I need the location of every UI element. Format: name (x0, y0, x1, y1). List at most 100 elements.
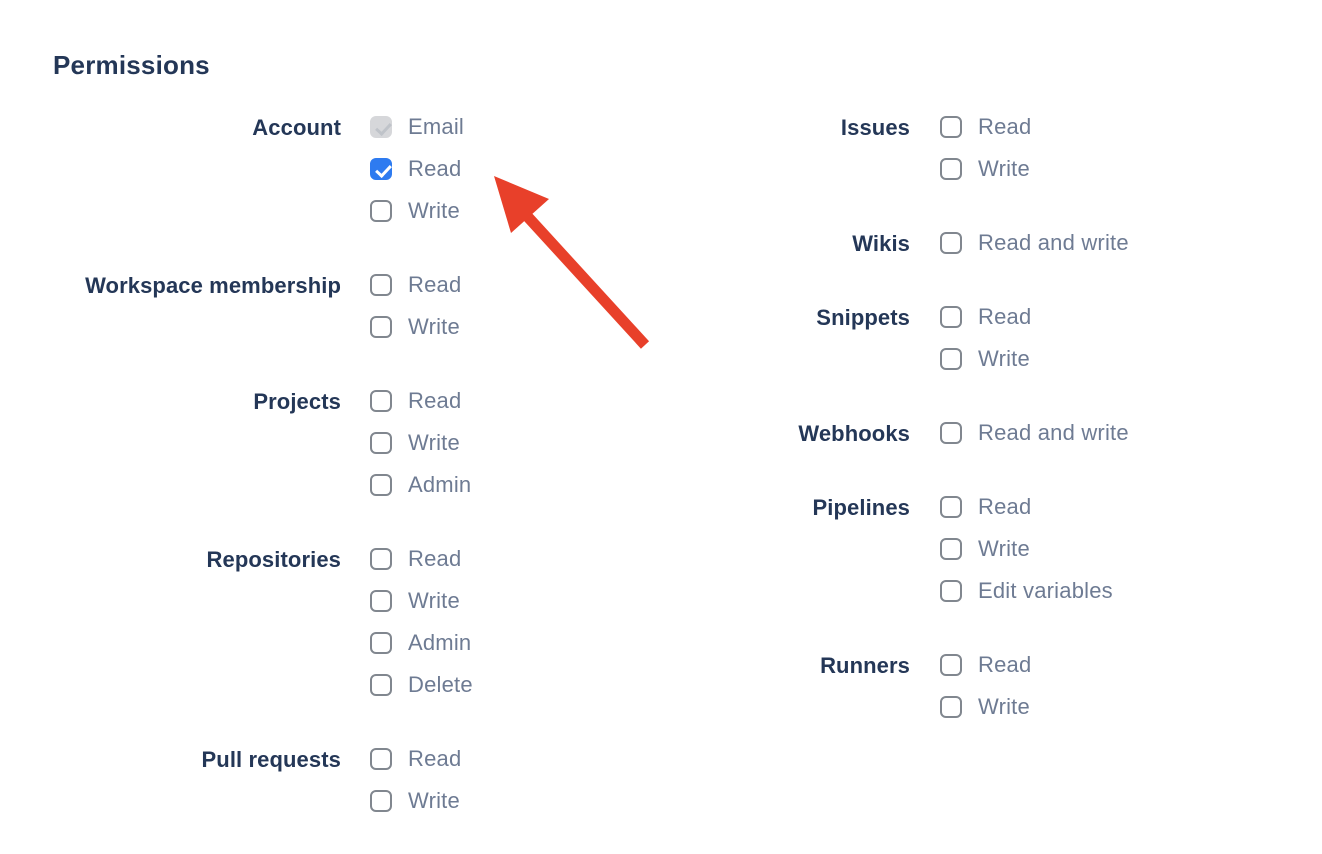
checkbox-runners-write[interactable] (940, 696, 962, 718)
checkbox-issues-write[interactable] (940, 158, 962, 180)
option-repositories-delete[interactable]: Delete (370, 664, 473, 706)
option-repositories-admin[interactable]: Admin (370, 622, 473, 664)
checkbox-label: Edit variables (978, 578, 1113, 603)
checkbox-label: Read (408, 546, 462, 571)
checkbox-repositories-read[interactable] (370, 548, 392, 570)
option-snippets-write[interactable]: Write (940, 338, 1031, 380)
checkbox-repositories-delete[interactable] (370, 674, 392, 696)
checkbox-account-write[interactable] (370, 200, 392, 222)
permission-options: Read and write (940, 412, 1129, 454)
option-runners-read[interactable]: Read (940, 644, 1031, 686)
option-workspace-membership-read[interactable]: Read (370, 264, 461, 306)
option-webhooks-read-and-write[interactable]: Read and write (940, 412, 1129, 454)
checkbox-label: Read (978, 652, 1032, 677)
option-repositories-read[interactable]: Read (370, 538, 473, 580)
checkbox-projects-read[interactable] (370, 390, 392, 412)
option-issues-write[interactable]: Write (940, 148, 1031, 190)
option-account-write[interactable]: Write (370, 190, 464, 232)
checkbox-repositories-admin[interactable] (370, 632, 392, 654)
checkbox-pull-requests-write[interactable] (370, 790, 392, 812)
checkbox-label: Read (408, 156, 462, 181)
checkbox-label: Write (978, 536, 1030, 561)
red-arrow-shaft (522, 212, 650, 349)
checkbox-snippets-read[interactable] (940, 306, 962, 328)
checkbox-label: Write (408, 314, 460, 339)
permission-options: Read and write (940, 222, 1129, 264)
red-arrow-head (494, 176, 549, 233)
checkbox-wikis-read-and-write[interactable] (940, 232, 962, 254)
option-repositories-write[interactable]: Write (370, 580, 473, 622)
checkbox-label: Read (408, 388, 462, 413)
checkbox-account-email (370, 116, 392, 138)
permission-group-label: Issues (840, 115, 910, 140)
option-projects-write[interactable]: Write (370, 422, 471, 464)
page-title: Permissions (53, 50, 210, 80)
checkbox-label: Admin (408, 472, 472, 497)
checkbox-label: Email (408, 114, 465, 139)
option-snippets-read[interactable]: Read (940, 296, 1031, 338)
permission-group-label: Projects (253, 389, 341, 414)
option-workspace-membership-write[interactable]: Write (370, 306, 461, 348)
checkbox-pipelines-write[interactable] (940, 538, 962, 560)
option-account-read[interactable]: Read (370, 148, 464, 190)
permission-group-label: Runners (820, 653, 910, 678)
checkbox-pipelines-read[interactable] (940, 496, 962, 518)
permission-group-label: Webhooks (798, 421, 910, 446)
checkbox-label: Write (408, 788, 460, 813)
option-wikis-read-and-write[interactable]: Read and write (940, 222, 1129, 264)
checkbox-snippets-write[interactable] (940, 348, 962, 370)
option-projects-admin[interactable]: Admin (370, 464, 471, 506)
checkbox-label: Write (978, 156, 1030, 181)
permission-group-webhooks: Webhooks Read and write (640, 412, 1129, 454)
checkbox-projects-write[interactable] (370, 432, 392, 454)
option-pipelines-write[interactable]: Write (940, 528, 1113, 570)
checkbox-label: Read and write (978, 420, 1129, 445)
permission-group-label: Pull requests (201, 747, 341, 772)
checkbox-label: Read and write (978, 230, 1129, 255)
permission-group-label: Workspace membership (85, 273, 341, 298)
option-pull-requests-write[interactable]: Write (370, 780, 461, 822)
checkbox-label: Read (408, 272, 462, 297)
permission-group-label: Account (252, 115, 341, 140)
option-projects-read[interactable]: Read (370, 380, 471, 422)
checkbox-label: Read (978, 114, 1032, 139)
checkbox-label: Write (408, 430, 460, 455)
checkbox-label: Write (978, 694, 1030, 719)
option-issues-read[interactable]: Read (940, 106, 1031, 148)
checkbox-runners-read[interactable] (940, 654, 962, 676)
checkbox-workspace-membership-read[interactable] (370, 274, 392, 296)
checkbox-repositories-write[interactable] (370, 590, 392, 612)
option-pipelines-read[interactable]: Read (940, 486, 1113, 528)
checkbox-label: Read (978, 304, 1032, 329)
checkbox-issues-read[interactable] (940, 116, 962, 138)
checkbox-webhooks-read-and-write[interactable] (940, 422, 962, 444)
checkbox-label: Write (408, 198, 460, 223)
checkbox-label: Delete (408, 672, 473, 697)
checkbox-projects-admin[interactable] (370, 474, 392, 496)
checkbox-workspace-membership-write[interactable] (370, 316, 392, 338)
checkbox-pipelines-edit-variables[interactable] (940, 580, 962, 602)
option-pull-requests-read[interactable]: Read (370, 738, 461, 780)
permission-group-label: Repositories (206, 547, 341, 572)
option-pipelines-edit-variables[interactable]: Edit variables (940, 570, 1113, 612)
checkbox-account-read[interactable] (370, 158, 392, 180)
permission-group-label: Wikis (852, 231, 910, 256)
checkbox-pull-requests-read[interactable] (370, 748, 392, 770)
option-runners-write[interactable]: Write (940, 686, 1031, 728)
